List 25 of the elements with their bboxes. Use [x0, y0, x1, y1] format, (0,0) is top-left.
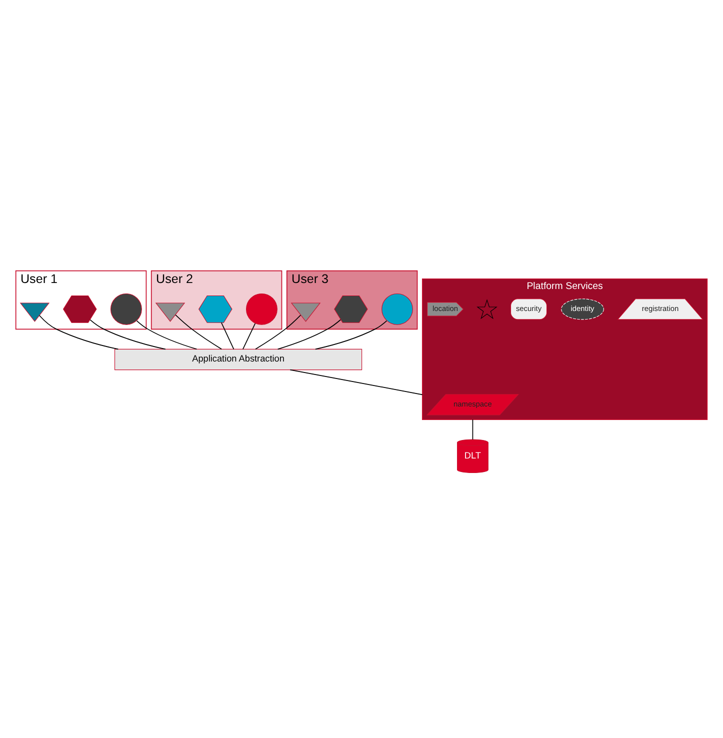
connector	[175, 314, 222, 349]
node-circle	[110, 292, 142, 324]
connector	[290, 368, 423, 395]
connector	[314, 320, 388, 350]
connector	[39, 314, 119, 350]
node-hexagon	[62, 294, 97, 322]
cluster: User 2	[150, 270, 282, 330]
cluster: User 3	[286, 270, 418, 330]
connector	[472, 418, 474, 440]
node-hexagon	[198, 294, 232, 322]
connector	[220, 322, 234, 350]
node-cross	[476, 298, 498, 319]
cluster: User 1	[15, 270, 147, 330]
node-triangle	[155, 302, 186, 322]
node-triangle	[290, 302, 321, 322]
node-circle	[246, 292, 278, 324]
connector	[242, 322, 256, 350]
connector	[255, 314, 302, 349]
connector	[277, 318, 341, 350]
connector	[136, 320, 198, 350]
node-box: Application Abstraction	[114, 348, 362, 370]
connector	[90, 318, 166, 350]
node-circle	[382, 292, 413, 324]
node-hexagon	[334, 294, 368, 322]
node-triangle	[20, 302, 50, 322]
